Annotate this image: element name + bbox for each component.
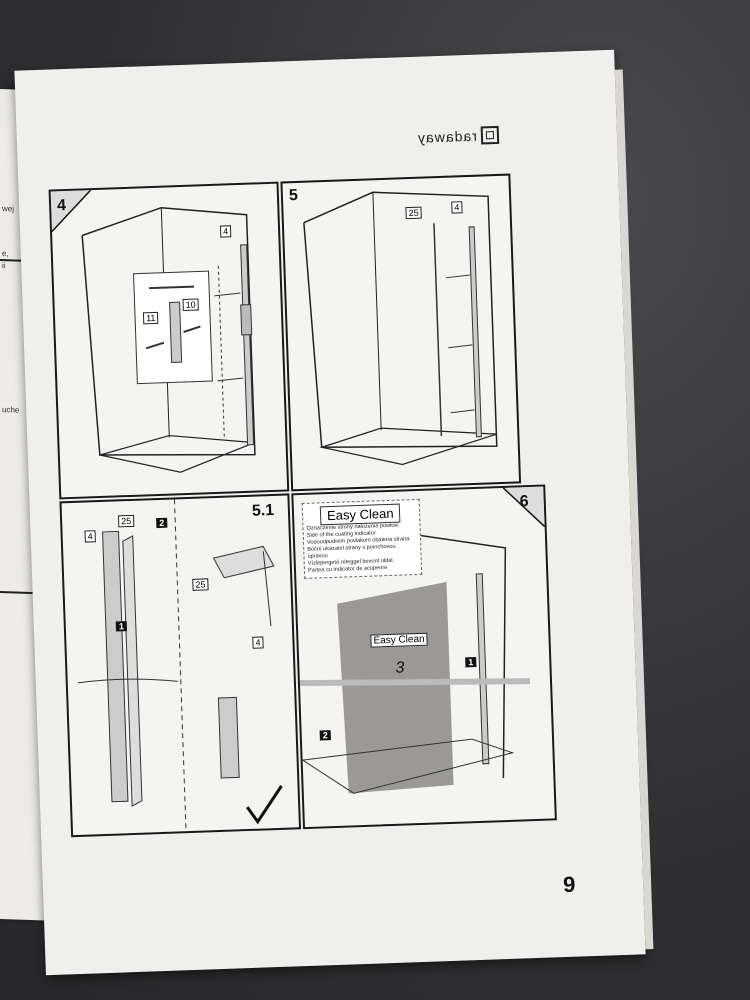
instruction-page: radaway 4 4 10 11: [14, 49, 654, 976]
brand-name: radaway: [416, 127, 478, 146]
step-number: 5.1: [251, 501, 275, 520]
page-number: 9: [562, 871, 576, 898]
step-number: 4: [56, 197, 67, 215]
brand-square-icon: [480, 125, 500, 145]
step-5-panel: 5 25 4: [280, 173, 522, 492]
prev-fragment: e,: [2, 249, 9, 259]
prev-fragment: wej: [2, 204, 15, 214]
step-number: 6: [519, 493, 529, 511]
part-label: 4: [252, 636, 264, 649]
step-marker: 3: [395, 659, 405, 677]
glass-coating-label: Easy Clean: [370, 632, 428, 648]
prev-fragment: ii: [2, 261, 6, 271]
part-label: 4: [451, 201, 463, 214]
step-5-1-drawing: [77, 499, 283, 832]
step-4-drawing: [50, 189, 256, 473]
step-5-drawing: [303, 191, 498, 466]
part-label: 25: [405, 206, 422, 220]
step-6-panel: 6 Easy Clean Oznaczenie strony nałożenia…: [291, 484, 557, 830]
easy-clean-legend: Easy Clean Oznaczenie strony nałożenia p…: [301, 498, 423, 579]
step-5-1-panel: 5.1 4 25 2 1 25 4: [59, 493, 302, 838]
part-label: 11: [142, 311, 159, 325]
step-4-panel: 4 4 10 11: [48, 181, 290, 500]
part-label: 10: [182, 298, 199, 312]
part-label: 4: [84, 530, 96, 543]
step-number: 5: [288, 186, 299, 205]
part-label: 4: [219, 225, 232, 238]
step-marker: 2: [156, 517, 168, 529]
part-label: 25: [117, 514, 135, 528]
step-marker: 1: [465, 656, 477, 668]
step-marker: 2: [319, 730, 331, 741]
prev-fragment: uche: [2, 405, 20, 415]
brand-logo: radaway: [416, 125, 500, 147]
part-label: 25: [192, 578, 209, 591]
step-marker: 1: [115, 621, 128, 632]
